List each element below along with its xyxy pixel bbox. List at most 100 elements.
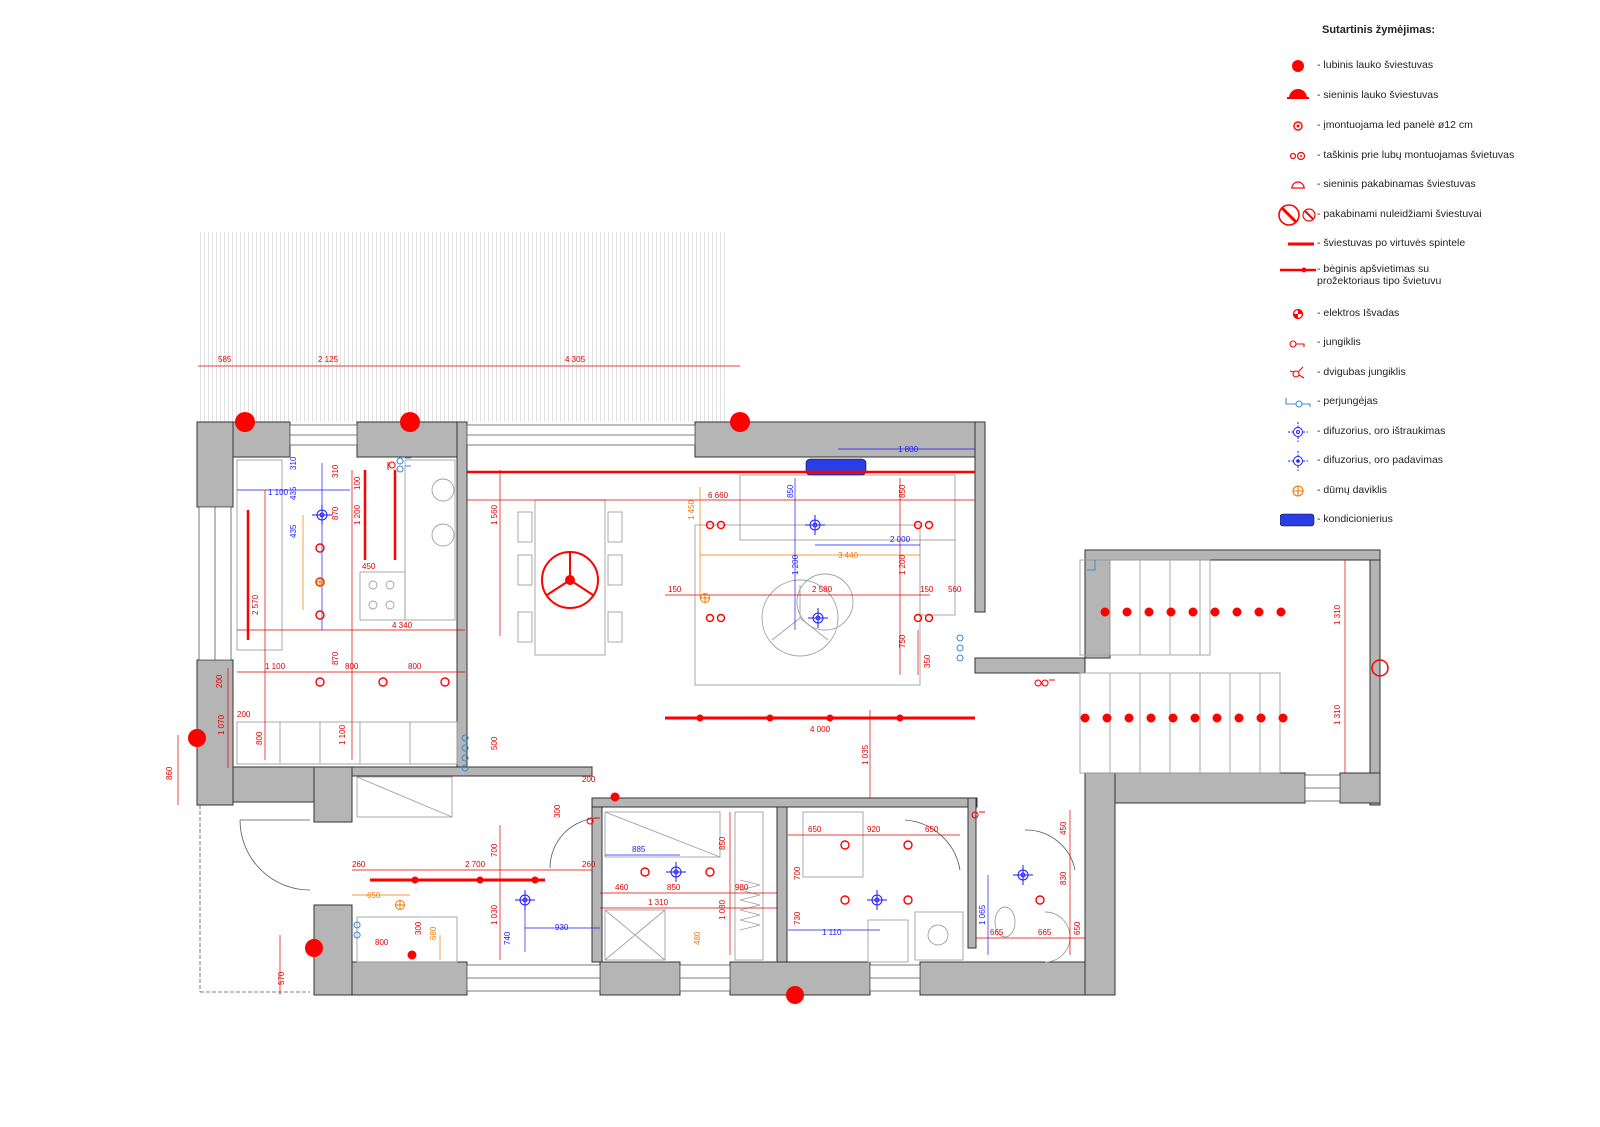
dim-label: 1 065 [978,904,987,925]
terrace [200,232,726,422]
legend-item-diffuser-exhaust: - difuzorius, oro ištraukimas [1280,420,1580,444]
legend-label: - įmontuojama led panelė ø12 cm [1317,119,1473,131]
dim-label: 680 [429,926,438,940]
wall-outdoor-light-icon [1287,89,1309,99]
dim-label: 2 000 [890,535,911,544]
legend-item-led-panel: - įmontuojama led panelė ø12 cm [1280,114,1580,138]
dim-label: 260 [352,860,366,869]
dim-label: 930 [555,923,569,932]
dim-label: 740 [503,931,512,945]
dim-label: 800 [408,662,422,671]
diffuser-exhaust-icon [1288,422,1308,442]
spot-light-icon [1289,151,1306,161]
legend-label: - perjungėjas [1317,395,1378,407]
outdoor-lights [188,412,1389,1004]
legend-label: - dvigubas jungiklis [1317,366,1406,378]
dim-label: 300 [414,921,423,935]
dim-label: 1 310 [1333,604,1342,625]
legend-label: - kondicionierius [1317,513,1393,525]
electric-outlet-icon [1292,308,1304,320]
dim-label: 650 [367,891,381,900]
dim-label: 870 [331,651,340,665]
walls [196,421,1381,996]
legend-label-line2: prožektoriaus tipo švietuvu [1317,275,1442,287]
dim-label: 260 [582,860,596,869]
pendant-light-icon [1278,204,1316,226]
dim-label: 310 [331,464,340,478]
dim-label: 4 340 [392,621,413,630]
legend-item-two-way-switch: - perjungėjas [1280,390,1580,414]
dim-label: 310 [289,456,298,470]
dim-label: 650 [1073,921,1082,935]
legend-item-electric-outlet: - elektros Išvadas [1280,302,1580,326]
dim-label: 730 [793,911,802,925]
switches [353,457,1096,939]
diffusers [312,505,1033,910]
dim-label: 150 [920,585,934,594]
dim-label: 1 800 [898,445,919,454]
dim-label: 870 [331,506,340,520]
legend-item-smoke-detector: - dūmų daviklis [1280,479,1580,503]
dim-label: 1 100 [265,662,286,671]
ceiling-outdoor-light-icon [1292,60,1304,72]
dim-label: 860 [165,766,174,780]
switch-icon [1289,340,1305,348]
dim-label: 2 700 [465,860,486,869]
track-lights [370,714,975,884]
dim-label: 480 [693,931,702,945]
dim-label: 3 440 [838,551,859,560]
dim-label: 750 [898,634,907,648]
smoke-detector-icon [1292,485,1304,497]
legend-title: Sutartinis žymėjimas: [1322,24,1436,36]
dim-label: 700 [793,866,802,880]
pendant-light [541,551,599,609]
dim-label: 6 660 [708,491,729,500]
led-panel-icon [1293,121,1303,131]
dim-label: 830 [1059,871,1068,885]
legend-label: - elektros Išvadas [1317,307,1400,319]
dim-label: 1 450 [687,499,696,520]
legend-label: - jungiklis [1317,336,1361,348]
legend-item-track-light: - bėginis apšvietimas su prožektoriaus t… [1280,258,1580,287]
dim-label: 450 [362,562,376,571]
dim-label: 650 [925,825,939,834]
dim-label: 920 [867,825,881,834]
double-switch-icon [1289,366,1305,379]
dim-label: 200 [582,775,596,784]
dim-label: 2 580 [812,585,833,594]
legend-label: - sieninis lauko šviestuvas [1317,89,1439,101]
track-light-icon [1280,267,1316,273]
dim-label: 885 [632,845,646,854]
windows [198,424,1341,992]
dim-label: 435 [289,524,298,538]
legend-item-wall-outdoor-light: - sieninis lauko šviestuvas [1280,84,1580,108]
dim-label: 1 110 [822,928,842,937]
dim-label: 1 035 [861,744,870,765]
furniture [236,459,1281,963]
dim-terrace-3: 4 305 [565,355,586,364]
legend-item-pendant-light: - pakabinami nuleidžiami šviestuvai [1278,203,1580,227]
dim-label: 435 [289,486,298,500]
legend-item-wall-hanging-light: - sieninis pakabinamas šviestuvas [1280,173,1580,197]
electric-outlets [407,607,1288,960]
under-cabinet-lights [246,470,975,640]
dim-label: 800 [255,731,264,745]
legend-item-switch: - jungiklis [1280,331,1580,355]
legend-label: - bėginis apšvietimas su [1317,263,1430,275]
dim-label: 1 070 [217,714,226,735]
dim-label: 850 [898,484,907,498]
smoke-detectors [315,577,710,910]
legend-item-double-switch: - dvigubas jungiklis [1280,361,1580,385]
legend-label: - sieninis pakabinamas šviestuvas [1317,178,1476,190]
dim-label: 1 310 [1333,704,1342,725]
legend-label: - šviestuvas po virtuvės spintele [1317,237,1466,249]
diffuser-supply-icon [1288,451,1308,471]
legend-label: - difuzorius, oro ištraukimas [1317,425,1446,437]
dim-label: 650 [808,825,822,834]
dim-label: 980 [735,883,749,892]
legend-label: - taškinis prie lubų montuojamas švietuv… [1317,149,1515,161]
dim-label: 800 [345,662,359,671]
dim-label: 850 [718,836,727,850]
dim-label: 570 [277,971,286,985]
dim-label: 1 080 [718,899,727,920]
